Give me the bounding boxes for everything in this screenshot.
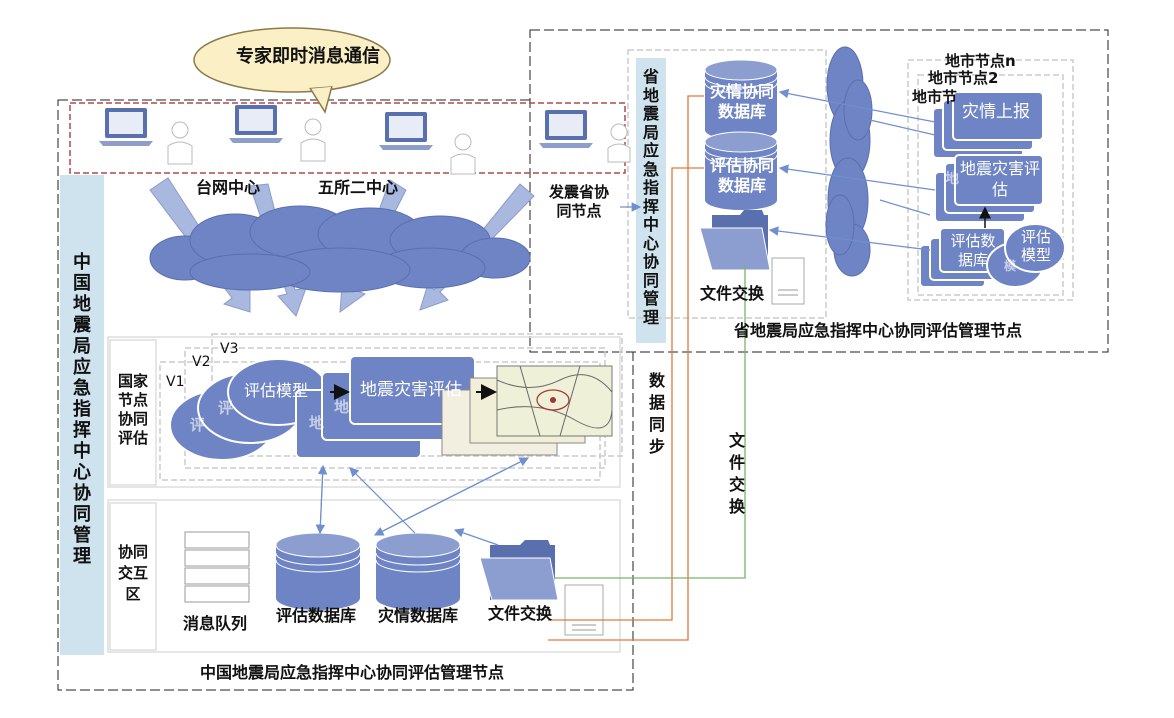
expert-workstation-3 bbox=[379, 112, 476, 175]
file-exchange-label: 文件交换 bbox=[488, 604, 553, 623]
province-network-cloud bbox=[825, 46, 873, 277]
zone1-label-box bbox=[109, 339, 157, 486]
province-folder-icon bbox=[699, 210, 771, 271]
orange-sync-line-1 bbox=[548, 95, 704, 641]
city-report-stack bbox=[932, 91, 1044, 159]
assess-ghost-2: 地 bbox=[334, 398, 350, 416]
zone2-label-box bbox=[109, 502, 157, 651]
national-link-arrows bbox=[315, 457, 530, 546]
province-server-icon bbox=[771, 257, 805, 305]
disaster-database-label: 灾情数据库 bbox=[378, 606, 459, 625]
province-disaster-db-label: 灾情协同数据库 bbox=[709, 82, 774, 121]
city-nodes-panel-n bbox=[907, 59, 1074, 301]
city-evaldb-label: 评估数据库 bbox=[950, 232, 996, 269]
city-node-1-label: 地市节 bbox=[912, 88, 958, 106]
zone1-label: 国家节点协同评估 bbox=[117, 372, 148, 447]
province-file-exchange-label: 文件交换 bbox=[700, 284, 765, 303]
eval-database-icon bbox=[275, 532, 361, 610]
file-server-icon bbox=[564, 584, 604, 636]
zone-interaction-frame bbox=[107, 499, 621, 653]
city-model-label: 评估模型 bbox=[1020, 228, 1051, 264]
data-sync-label: 数据同步 bbox=[648, 371, 665, 456]
center-wu-label: 五所二中心 bbox=[318, 178, 399, 197]
left-bar-label: 中国地震局应急指挥中心协同管理 bbox=[73, 252, 91, 567]
assess-ghost-1: 地 bbox=[309, 414, 325, 432]
assess-label: 地震灾害评估 bbox=[360, 380, 462, 400]
model-ghost-1: 评 bbox=[190, 416, 206, 434]
city-node-n-label: 地市节点n bbox=[945, 52, 1016, 70]
center-tw-label: 台网中心 bbox=[196, 178, 261, 197]
eval-model-stack bbox=[169, 358, 329, 461]
national-node-frame bbox=[57, 99, 634, 691]
province-db-panel bbox=[627, 49, 827, 319]
message-queue-label: 消息队列 bbox=[183, 614, 248, 633]
city-node-2-label: 地市节点2 bbox=[928, 69, 999, 87]
green-file-line bbox=[555, 265, 746, 579]
message-queue-icon bbox=[184, 531, 250, 603]
disaster-database-icon bbox=[375, 532, 461, 610]
orange-sync-line-2 bbox=[548, 167, 704, 621]
province-side-bar-label: 省地震局应急指挥中心协同管理 bbox=[642, 67, 659, 327]
file-exchange-link-label: 文件交换 bbox=[728, 431, 745, 516]
zone2-label: 协同交互区 bbox=[117, 543, 148, 603]
source-province-node-label: 发震省协同节点 bbox=[548, 183, 609, 220]
province-link-arrows bbox=[620, 88, 936, 251]
file-exchange-folder-icon bbox=[479, 540, 559, 601]
city-assess-label: 地震灾害评估 bbox=[960, 159, 1041, 199]
city-report-label: 灾情上报 bbox=[962, 102, 1030, 122]
expert-message-bubble bbox=[193, 27, 391, 114]
province-eval-db-icon bbox=[704, 131, 778, 210]
eval-database-label: 评估数据库 bbox=[276, 606, 357, 625]
province-footer: 省地震局应急指挥中心协同评估管理节点 bbox=[734, 321, 1023, 340]
model-ghost-2: 评 bbox=[218, 399, 234, 417]
city-nodes-panel-2 bbox=[917, 74, 1064, 296]
city-model-ghost: 模 bbox=[1004, 259, 1017, 273]
left-management-bar bbox=[60, 175, 104, 655]
eval-model-label: 评估模型 bbox=[244, 381, 309, 400]
province-side-bar bbox=[636, 58, 666, 343]
version-v1-label: V1 bbox=[166, 374, 185, 390]
city-model-stack bbox=[986, 223, 1066, 288]
national-footer: 中国地震局应急指挥中心协同评估管理节点 bbox=[200, 663, 505, 682]
version-v3-label: V3 bbox=[220, 341, 239, 357]
expert-workstation-2 bbox=[229, 105, 326, 162]
province-eval-db-label: 评估协同数据库 bbox=[709, 156, 774, 195]
expert-workstation-4 bbox=[539, 110, 631, 163]
bubble-text: 专家即时消息通信 bbox=[236, 46, 380, 67]
city-assess-stack bbox=[934, 154, 1044, 223]
zone-national-assess-frame bbox=[107, 336, 621, 488]
city-assess-ghost: 地 bbox=[945, 171, 959, 187]
network-cloud bbox=[149, 205, 531, 293]
province-disaster-db-icon bbox=[704, 59, 778, 140]
version-v2-label: V2 bbox=[192, 354, 211, 370]
expert-workstation-1 bbox=[99, 108, 193, 165]
